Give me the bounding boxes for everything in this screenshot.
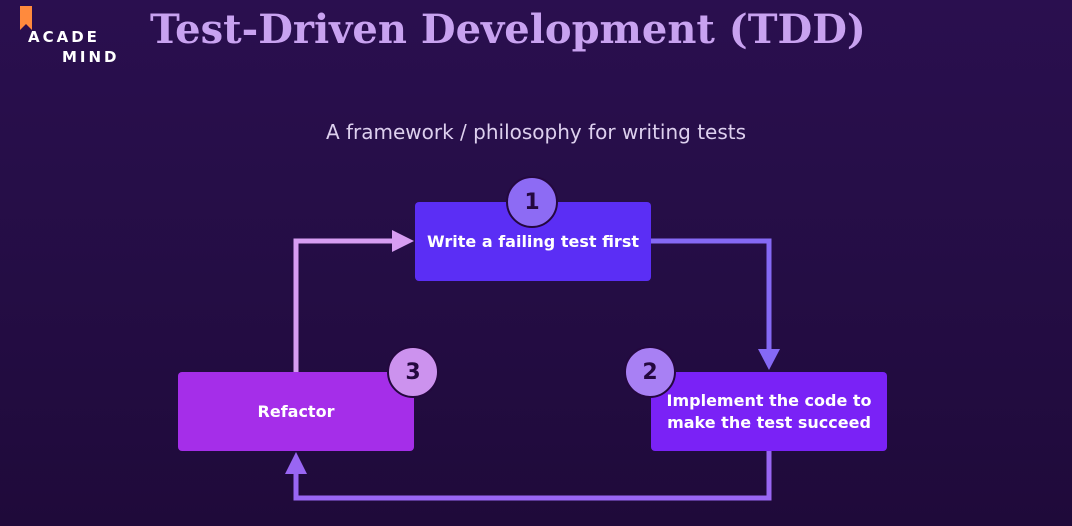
step3-label: Refactor: [257, 401, 335, 421]
arrow-step1-to-step2: [651, 238, 780, 370]
arrow-step2-to-step3: [285, 451, 772, 501]
academind-logo: ACADE MIND: [18, 6, 128, 66]
slide-subtitle: A framework / philosophy for writing tes…: [325, 120, 747, 144]
step2-label: Implement the code to make the test succ…: [666, 390, 872, 432]
step3-number-badge: 3: [387, 346, 439, 398]
logo-flag-icon: [20, 6, 32, 30]
step2-box: Implement the code to make the test succ…: [651, 372, 887, 451]
step3-box: Refactor: [178, 372, 414, 451]
slide-title: Test-Driven Development (TDD): [150, 6, 866, 53]
logo-text-line1: ACADE: [28, 28, 100, 46]
step2-number-badge: 2: [624, 346, 676, 398]
logo-text-line2: MIND: [62, 48, 120, 66]
step1-label: Write a failing test first: [427, 231, 639, 251]
step1-number-badge: 1: [506, 176, 558, 228]
arrow-step3-to-step1: [293, 230, 414, 372]
